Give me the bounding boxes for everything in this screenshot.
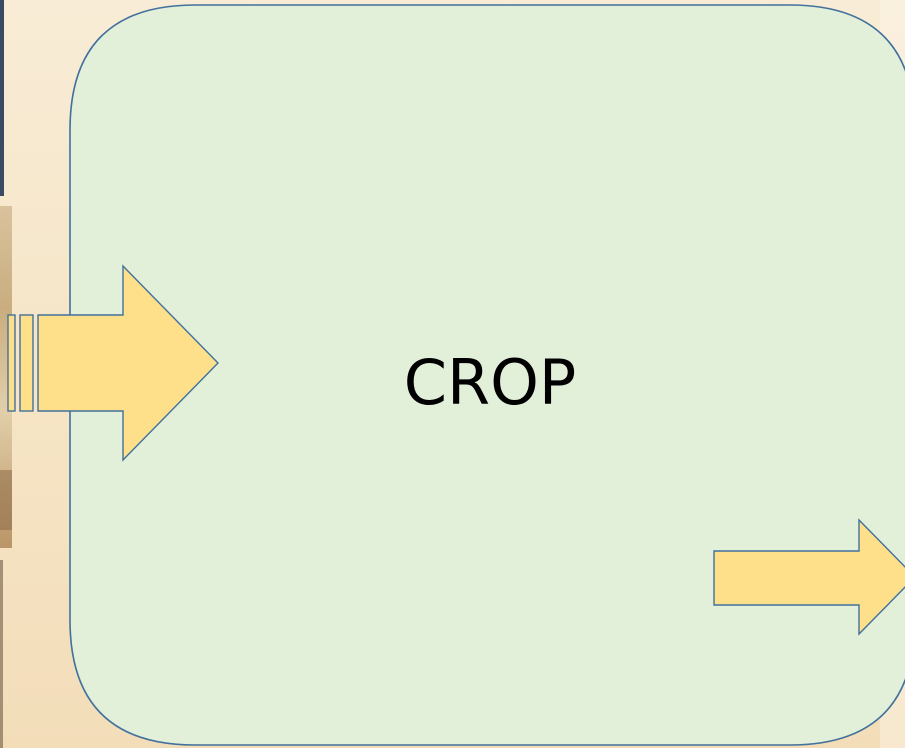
- input-arrow-body: [37, 264, 219, 462]
- input-arrow: [7, 264, 219, 462]
- crop-process-box: [69, 4, 905, 746]
- input-arrow-stripe-2: [19, 314, 34, 412]
- input-arrow-stripe-1: [7, 314, 16, 412]
- output-arrow: [713, 518, 905, 636]
- process-label: CROP: [403, 346, 577, 419]
